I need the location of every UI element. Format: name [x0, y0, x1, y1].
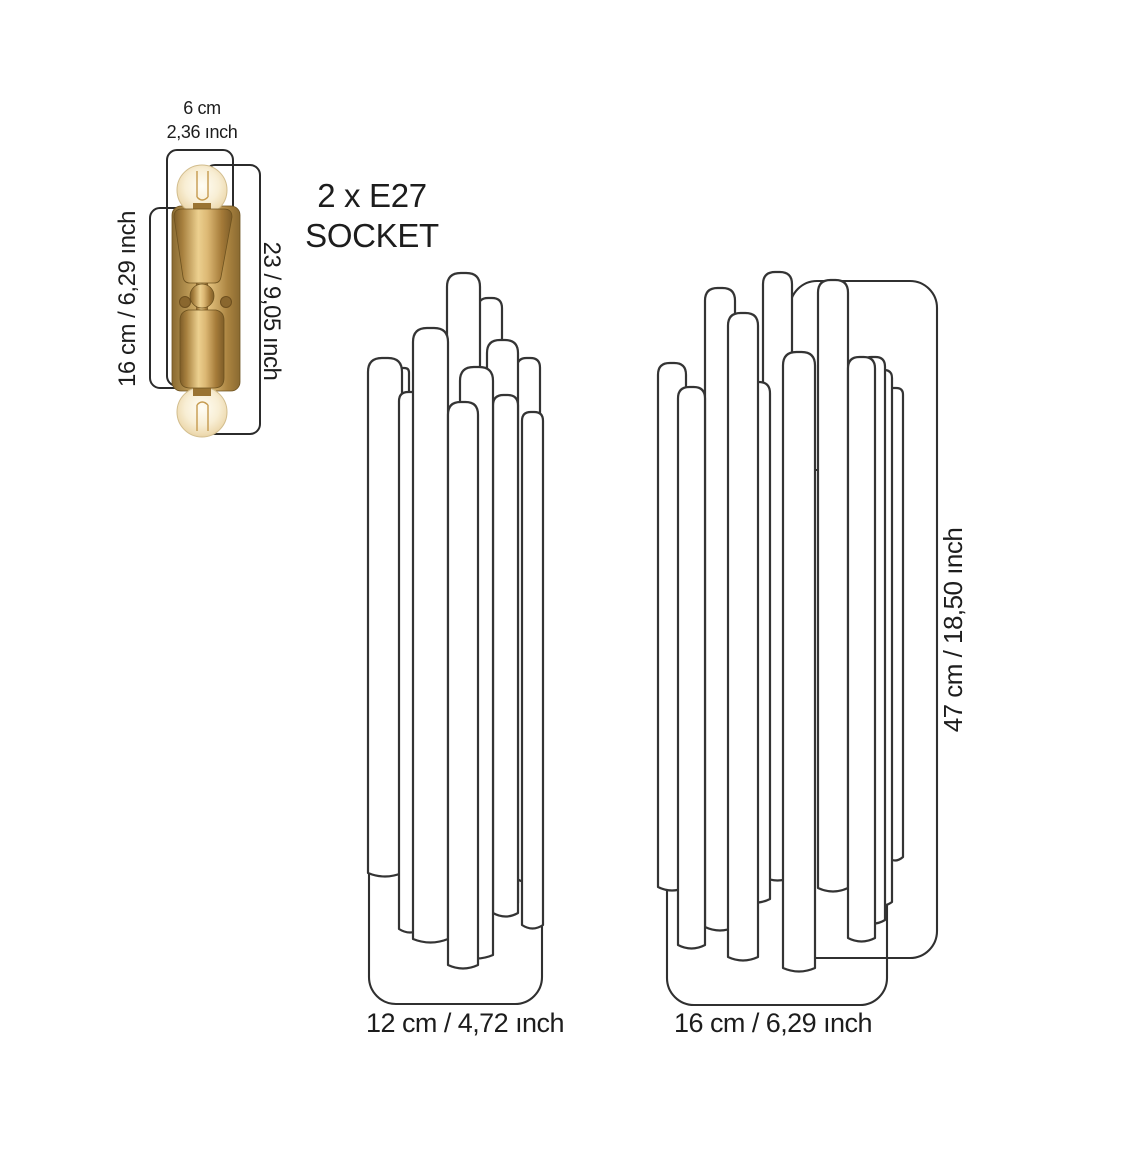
socket-info-line1: 2 x E27 — [317, 177, 427, 214]
ball-joint — [189, 283, 215, 309]
label-photo-total-height: 23 / 9,05 ınch — [258, 241, 285, 381]
top-bulb-filament — [196, 171, 209, 201]
side-view-drawing — [366, 271, 545, 1006]
tube — [726, 311, 760, 962]
bottom-socket-cup — [179, 309, 225, 389]
socket-info-line2: SOCKET — [305, 217, 439, 254]
label-front-view-height: 47 cm / 18,50 ınch — [938, 527, 968, 733]
side-view-tubes — [366, 271, 545, 970]
lamp-photo — [171, 164, 241, 438]
top-socket-cup — [173, 208, 233, 284]
front-view-tubes — [656, 270, 905, 973]
label-side-view-width: 12 cm / 4,72 ınch — [366, 1008, 564, 1038]
tube — [846, 355, 877, 943]
socket-info: 2 x E27 SOCKET — [297, 176, 447, 256]
label-photo-body-height: 16 cm / 6,29 ınch — [114, 211, 141, 387]
bottom-bulb-filament — [196, 401, 209, 431]
label-photo-width-inch: 2,36 ınch — [166, 122, 238, 142]
tube — [366, 356, 404, 878]
tube — [520, 410, 545, 930]
front-view-drawing — [656, 270, 939, 1007]
left-screw — [179, 296, 191, 308]
tube — [491, 393, 520, 918]
tube — [816, 278, 850, 893]
right-screw — [220, 296, 232, 308]
tube — [411, 326, 450, 944]
tube — [781, 350, 817, 973]
tube — [446, 400, 480, 970]
label-photo-width-cm: 6 cm — [183, 98, 221, 118]
tube — [676, 385, 707, 950]
label-front-view-width: 16 cm / 6,29 ınch — [674, 1008, 872, 1038]
